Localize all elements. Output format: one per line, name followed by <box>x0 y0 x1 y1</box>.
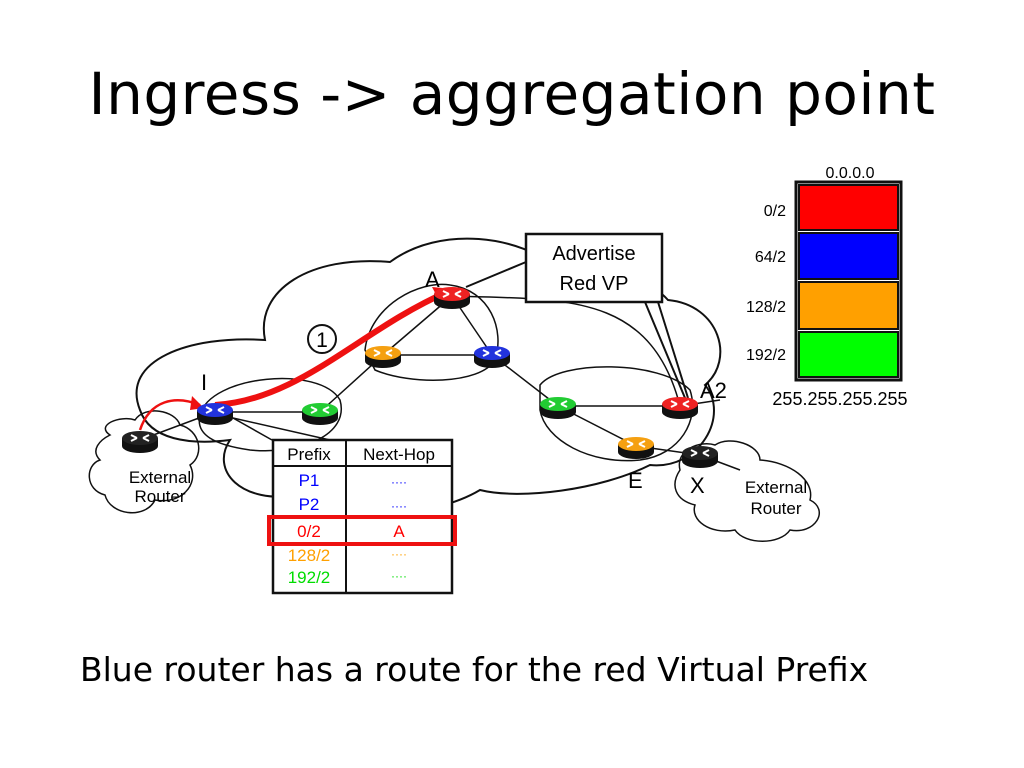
router-icon-a2 <box>661 396 699 420</box>
external-router-right-line-2: Router <box>750 499 801 518</box>
network-links <box>139 295 741 471</box>
external-cloud-right <box>674 440 820 542</box>
subnet-loop-right <box>539 366 694 462</box>
address-block-label-128-2: 128/2 <box>746 299 786 316</box>
slide-caption: Blue router has a route for the red Virt… <box>80 650 869 689</box>
table-row-5-next-hop: ···· <box>391 569 407 583</box>
node-label-x: X <box>690 473 705 498</box>
router-icon-x <box>681 445 719 469</box>
node-label-i: I <box>201 370 207 395</box>
callout-line-1: Advertise <box>552 243 635 265</box>
external-cloud-left <box>88 410 200 514</box>
subnet-loop-top <box>364 283 499 381</box>
table-row-1-prefix: P1 <box>299 471 320 490</box>
table-row-2-prefix: P2 <box>299 495 320 514</box>
callout-line-2: Red VP <box>560 273 629 295</box>
red-route-path <box>214 289 449 408</box>
router-icon-green-right <box>539 396 577 420</box>
highlighted-route-box <box>267 515 457 546</box>
address-block-0-2 <box>798 184 899 231</box>
external-router-left-line-1: External <box>129 468 191 487</box>
node-label-a: A <box>425 267 440 292</box>
address-block-label-192-2: 192/2 <box>746 347 786 364</box>
step-marker-number: 1 <box>316 329 328 352</box>
node-label-a2: A2 <box>700 378 727 403</box>
routing-table: Prefix Next-Hop P1 ···· P2 ···· 0/2 A 12… <box>232 417 457 595</box>
table-row-4-prefix: 128/2 <box>288 546 331 565</box>
table-row-4-next-hop: ···· <box>391 547 407 561</box>
subnet-loop-left <box>198 377 343 452</box>
address-block-192-2 <box>798 331 899 378</box>
router-icon-blue-top <box>473 345 511 369</box>
table-row-3-prefix: 0/2 <box>297 522 321 541</box>
address-block-128-2 <box>798 281 899 330</box>
address-block-64-2 <box>798 232 899 280</box>
table-header-next-hop: Next-Hop <box>363 445 435 464</box>
router-icon-ingress <box>196 402 234 426</box>
address-space-bottom-label: 255.255.255.255 <box>772 389 907 409</box>
address-space-top-label: 0.0.0.0 <box>826 165 875 182</box>
callout-box <box>524 232 664 304</box>
router-icon-orange-top <box>364 345 402 369</box>
address-block-label-0-2: 0/2 <box>764 203 786 220</box>
table-header-prefix: Prefix <box>287 445 331 464</box>
node-label-e: E <box>628 468 643 493</box>
external-router-left-line-2: Router <box>134 487 185 506</box>
table-row-2-next-hop: ···· <box>391 499 407 513</box>
router-icon-green-left <box>301 402 339 426</box>
external-router-right-line-1: External <box>745 478 807 497</box>
callout-pointers <box>465 261 689 399</box>
table-row-5-prefix: 192/2 <box>288 568 331 587</box>
step-marker-circle <box>307 324 337 354</box>
table-row-3-next-hop: A <box>393 522 405 541</box>
address-block-label-64-2: 64/2 <box>755 249 786 266</box>
slide-title: Ingress -> aggregation point <box>88 60 936 128</box>
router-icon-external-left <box>121 430 159 454</box>
table-row-1-next-hop: ···· <box>391 475 407 489</box>
router-icon-e <box>617 436 655 460</box>
address-space-bar: 0.0.0.0 0/2 64/2 128/2 192/2 255.255.255… <box>746 165 908 409</box>
